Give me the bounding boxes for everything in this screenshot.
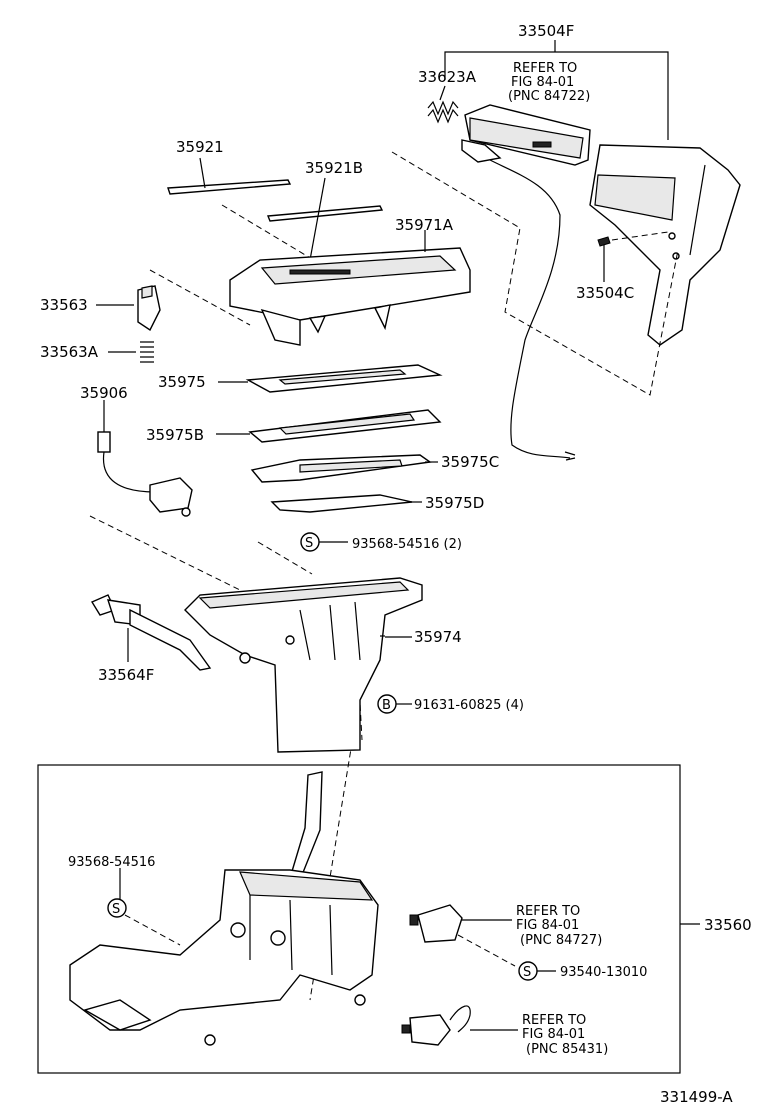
- s-callout-upper: S: [300, 532, 348, 552]
- label-35921: 35921: [176, 138, 224, 156]
- refer2-line1: REFER TO: [516, 904, 580, 919]
- indicator-housing-35971A: [229, 230, 471, 346]
- s-symbol-3: S: [523, 965, 531, 980]
- label-35975D: 35975D: [425, 494, 484, 512]
- s-callout-lower: S: [107, 868, 181, 946]
- label-33563A: 33563A: [40, 343, 99, 361]
- label-35975B: 35975B: [146, 426, 204, 444]
- figure-id: 331499-A: [660, 1088, 733, 1106]
- b-callout: B: [377, 694, 412, 714]
- refer3-line3: (PNC 85431): [526, 1042, 608, 1057]
- refer2-line3: (PNC 84727): [520, 933, 602, 948]
- label-35974: 35974: [414, 628, 462, 646]
- switch-35906: [97, 400, 193, 517]
- label-33504F: 33504F: [518, 22, 574, 40]
- label-93568-54516: 93568-54516: [68, 855, 155, 870]
- clip-33563: [96, 285, 161, 332]
- label-33504C: 33504C: [576, 284, 634, 302]
- label-93540-13010: 93540-13010: [560, 965, 647, 980]
- label-35921B: 35921B: [305, 159, 363, 177]
- plate-35975C: [250, 454, 438, 483]
- plate-35975: [218, 364, 443, 393]
- refer3-line1: REFER TO: [522, 1013, 586, 1028]
- label-35971A: 35971A: [395, 216, 454, 234]
- plate-35975D: [270, 494, 422, 513]
- switch-85431: [401, 1005, 518, 1046]
- label-33560: 33560: [704, 916, 752, 934]
- refer2-line2: FIG 84-01: [516, 918, 579, 933]
- label-33564F: 33564F: [98, 666, 154, 684]
- label-93568-54516-2: 93568-54516 (2): [352, 537, 462, 552]
- plate-35975B: [216, 409, 442, 443]
- bracket-35974: [184, 577, 423, 753]
- s-symbol-2: S: [112, 902, 120, 917]
- label-33623A: 33623A: [418, 68, 477, 86]
- label-91631-60825-4: 91631-60825 (4): [414, 698, 524, 713]
- refer3-line2: FIG 84-01: [522, 1027, 585, 1042]
- refer1-line1: REFER TO: [513, 61, 577, 76]
- label-35906: 35906: [80, 384, 128, 402]
- assembly-frame-33560: [37, 764, 681, 1074]
- label-35975C: 35975C: [441, 453, 499, 471]
- refer1-line3: (PNC 84722): [508, 89, 590, 104]
- lock-33564F: [90, 594, 212, 671]
- shift-lever-assembly: [69, 771, 379, 1046]
- label-35975: 35975: [158, 373, 206, 391]
- strip-35921B: [267, 205, 384, 222]
- b-symbol: B: [382, 698, 391, 713]
- spring-33563A: [108, 341, 154, 363]
- label-33563: 33563: [40, 296, 88, 314]
- strip-35921: [167, 179, 292, 195]
- s-symbol-1: S: [305, 536, 313, 551]
- shift-knob-assembly: [427, 40, 741, 461]
- solenoid-84727: S: [409, 904, 556, 981]
- refer1-line2: FIG 84-01: [511, 75, 574, 90]
